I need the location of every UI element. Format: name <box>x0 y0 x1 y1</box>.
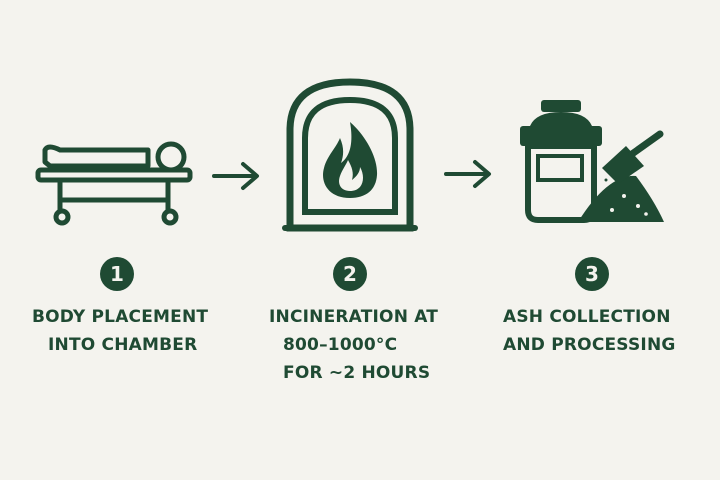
step-2-label-line-1: INCINERATION AT <box>269 307 439 327</box>
step-1-badge: 1 <box>100 257 134 291</box>
step-1-label-line-2: INTO CHAMBER <box>48 335 198 355</box>
urn-and-scoop-icon <box>520 100 664 223</box>
step-2-label-line-3: FOR ~2 HOURS <box>283 363 431 383</box>
step-2-label-line-2: 800–1000°C <box>283 335 398 355</box>
furnace-flame-icon <box>282 78 418 232</box>
arrow-right-icon <box>212 162 259 190</box>
step-3-label-line-2: AND PROCESSING <box>503 335 676 355</box>
step-3-badge: 3 <box>575 257 609 291</box>
arrow-right-icon <box>444 160 491 188</box>
step-2-badge: 2 <box>333 257 367 291</box>
step-1-label-line-1: BODY PLACEMENT <box>32 307 209 327</box>
body-on-stretcher-icon <box>35 141 193 226</box>
step-3-label-line-1: ASH COLLECTION <box>503 307 671 327</box>
